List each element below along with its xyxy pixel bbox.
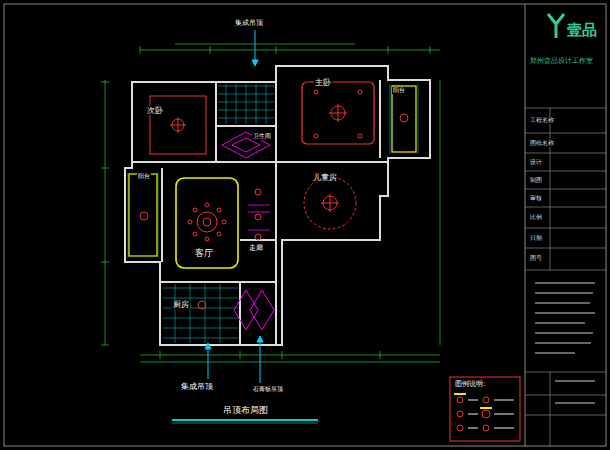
title-block-field: 图号	[529, 255, 543, 262]
title-block-field: 工程名称	[529, 117, 555, 124]
title-block-field: 设计	[529, 159, 543, 166]
plan-label: 集成吊顶	[234, 19, 264, 27]
drawing-caption: 吊顶布局图	[222, 405, 269, 415]
room-area: 厨房	[162, 284, 238, 342]
room-area: 阳台	[382, 82, 428, 156]
title-block-field: 比例	[529, 214, 543, 221]
room-area: 主卧	[278, 68, 378, 160]
room-label: 阳台	[137, 173, 151, 180]
plan-label: 石膏板吊顶	[252, 386, 284, 393]
title-block-field: 图纸名称	[529, 140, 555, 147]
logo-text: 壹品	[566, 22, 598, 39]
room-area: 阳台	[127, 170, 160, 260]
title-block-field: 制图	[529, 177, 543, 184]
room-label: 厨房	[172, 300, 190, 309]
room-area: 走廊	[242, 242, 276, 280]
room-label: 次卧	[146, 106, 164, 115]
plan-label: 集成吊顶	[180, 382, 214, 391]
room-area: 次卧	[134, 84, 214, 160]
room-label: 卫生间	[252, 133, 272, 140]
plan-label: 图例说明:	[454, 380, 486, 388]
room-area: 儿童房	[278, 164, 378, 238]
title-block-field: 审核	[529, 195, 543, 202]
room-label: 客厅	[194, 248, 214, 258]
room-label: 主卧	[314, 78, 332, 87]
room-area: 客厅	[164, 164, 274, 280]
plan-label: 郑州壹品设计工作室	[529, 58, 594, 65]
title-block-field: 日期	[529, 235, 543, 242]
room-label: 阳台	[392, 87, 406, 94]
room-label: 儿童房	[312, 173, 338, 182]
room-label: 走廊	[248, 244, 264, 252]
room-area: 卫生间	[216, 128, 274, 160]
